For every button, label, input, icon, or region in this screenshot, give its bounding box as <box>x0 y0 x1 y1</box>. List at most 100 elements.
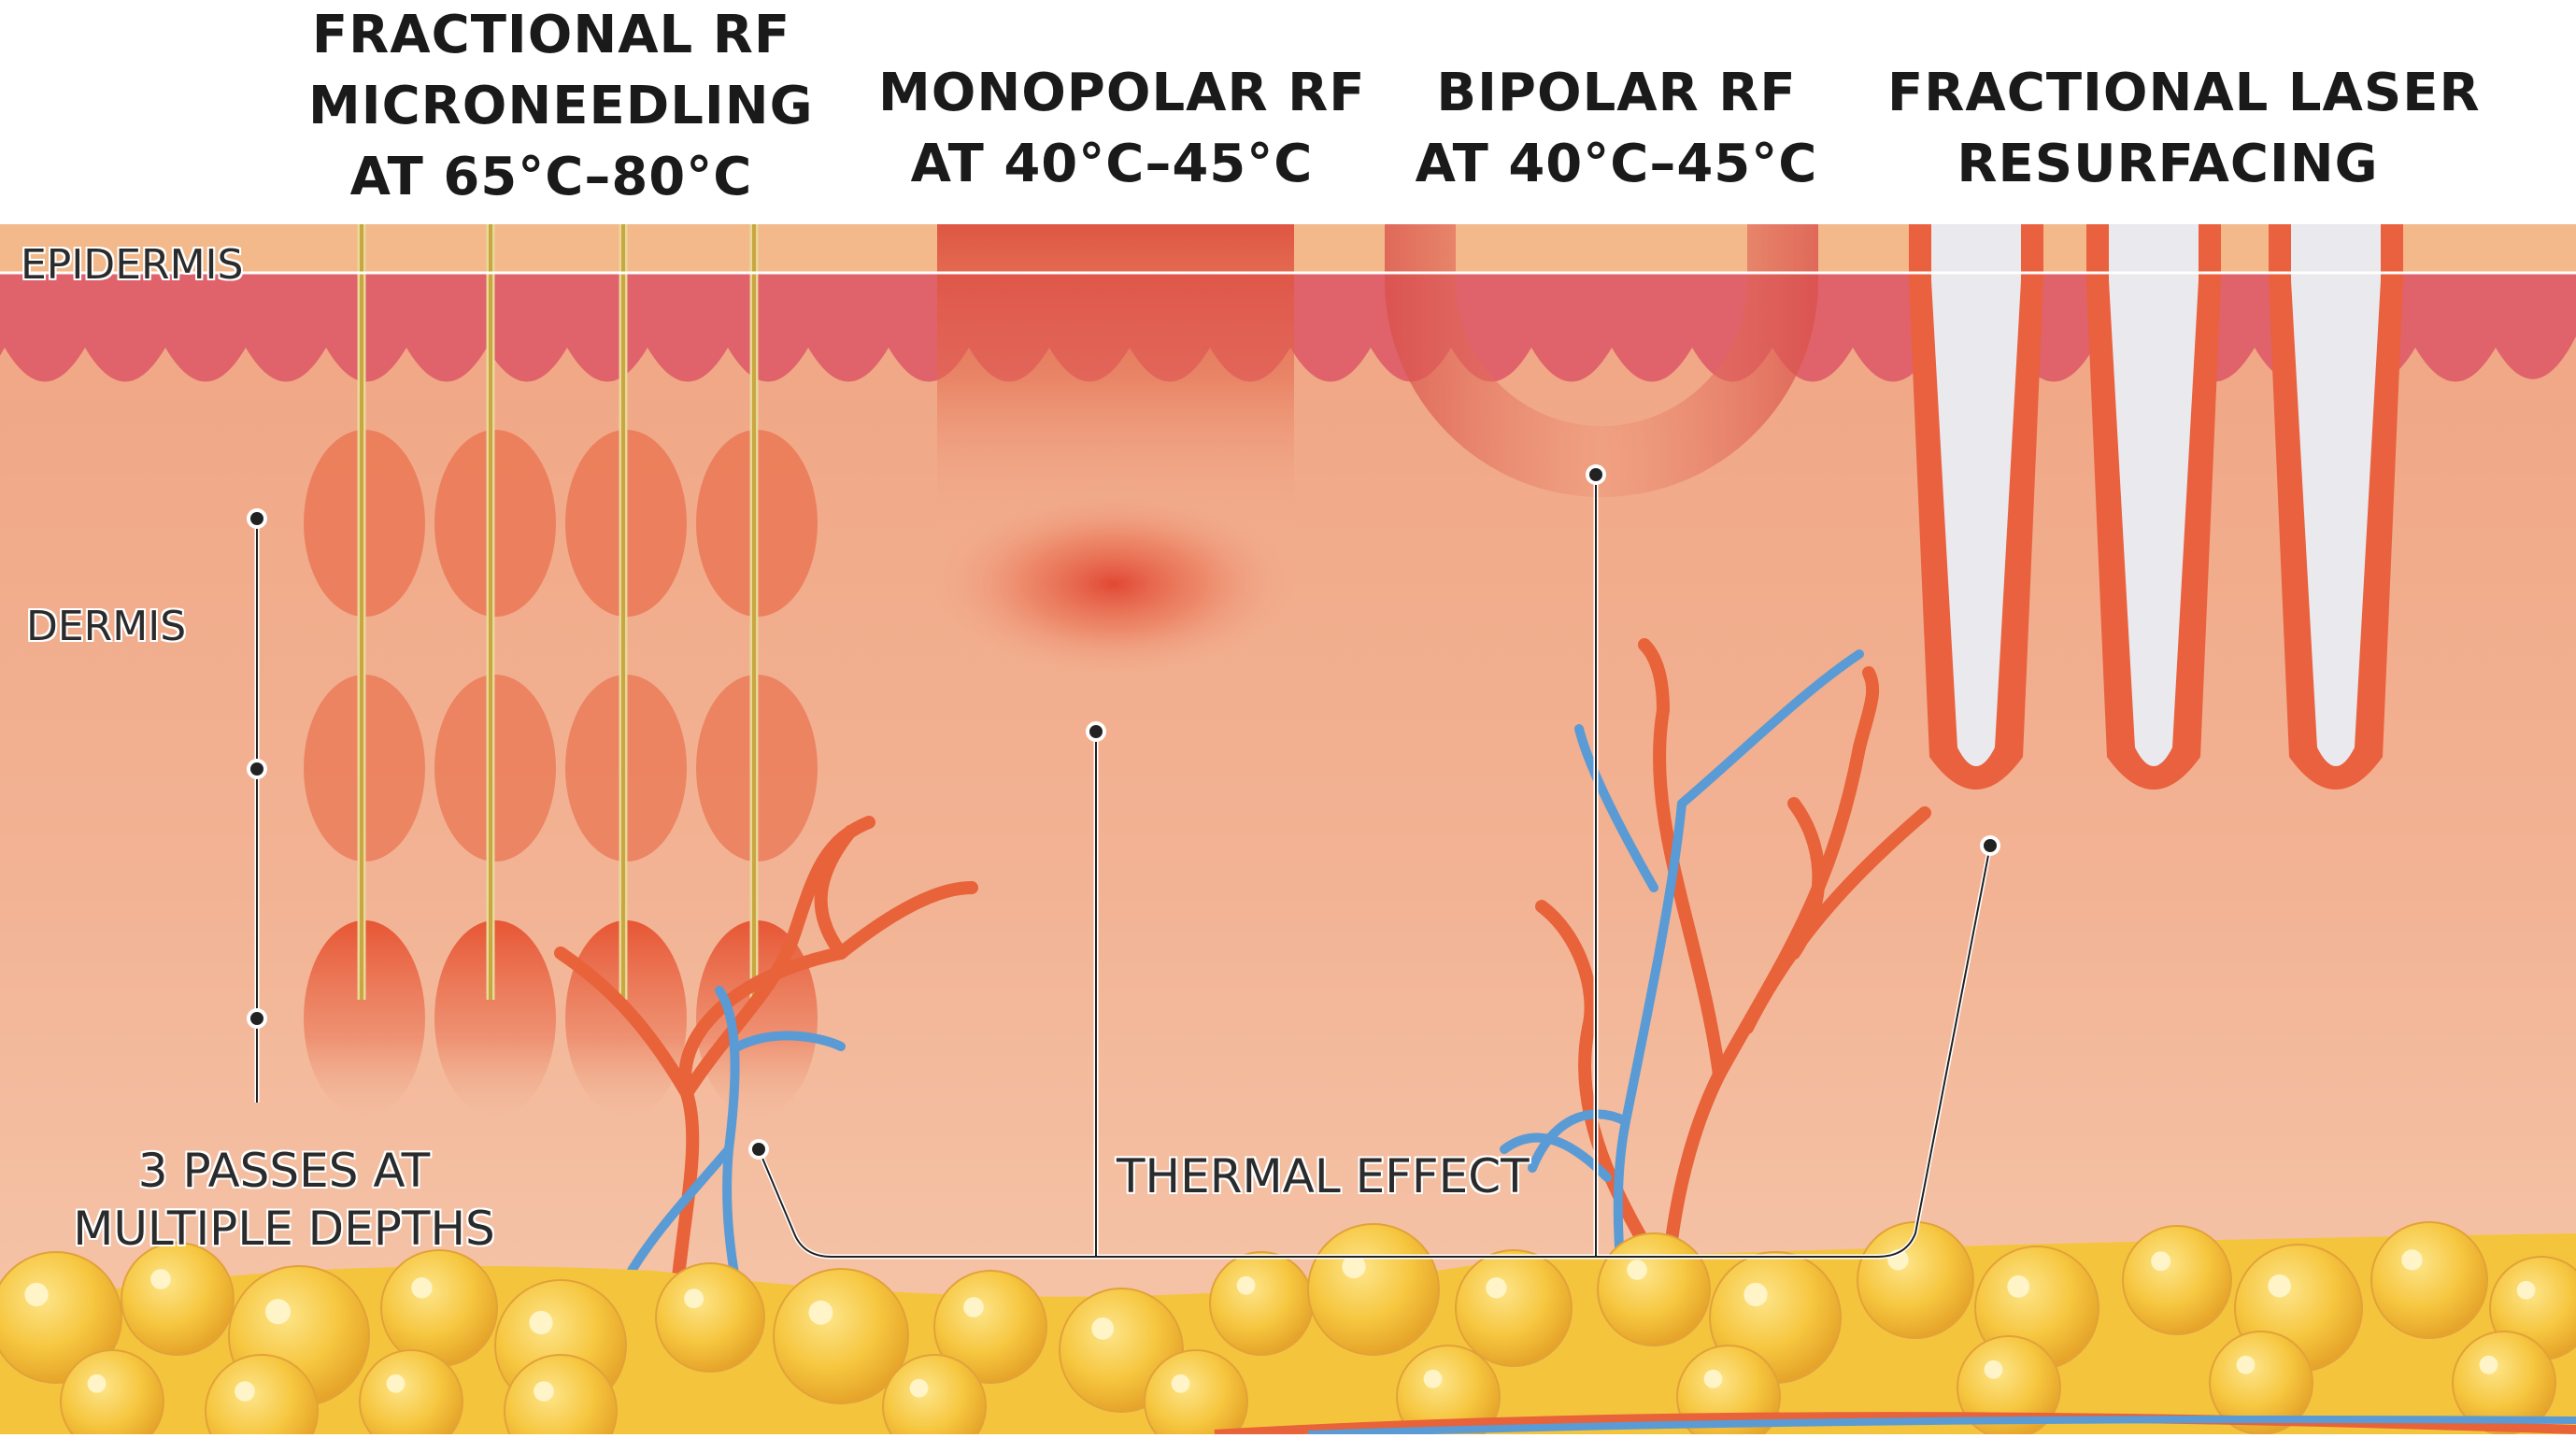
laser-channel-inner <box>2109 224 2199 766</box>
artery <box>1535 900 1679 1296</box>
artery <box>1741 806 1931 1034</box>
laser-channel-inner <box>1931 224 2021 766</box>
fat-highlight <box>684 1289 704 1309</box>
fat-highlight <box>2268 1274 2291 1298</box>
thermal-zone <box>434 675 556 861</box>
fat-globule <box>1209 1251 1314 1356</box>
heading-bipolar-rf-line2: AT 40°C–45°C <box>1415 134 1818 194</box>
artery <box>680 816 875 1100</box>
fat-highlight <box>1743 1282 1768 1307</box>
artery <box>1652 704 1726 1081</box>
fat-highlight <box>1236 1275 1256 1295</box>
fat-highlight <box>150 1269 171 1289</box>
pointer-dot-center <box>1589 468 1602 481</box>
pointer-line <box>758 845 1991 1258</box>
pointer-dot-center <box>1089 725 1103 738</box>
vein <box>1574 724 1658 892</box>
thermal-zones <box>304 430 818 1117</box>
monopolar-heat-zone <box>922 486 1305 682</box>
fat-globule <box>1307 1223 1440 1356</box>
thermal-zone <box>434 430 556 617</box>
pointer-dot-center <box>1984 839 1997 852</box>
fat-globule <box>1597 1232 1711 1346</box>
vein <box>733 1031 846 1051</box>
vein <box>1677 649 1864 808</box>
epidermis-label: EPIDERMIS <box>21 241 244 289</box>
pointer-dot-center <box>752 1143 765 1156</box>
fat-highlight <box>909 1378 929 1398</box>
heading-fractional-rf-line1: FRACTIONAL RF <box>311 5 791 65</box>
passes-label-line1: 3 PASSES AT <box>137 1144 431 1198</box>
fat-globule <box>504 1354 618 1438</box>
fat-highlight <box>1627 1260 1647 1280</box>
laser-channels <box>1909 224 2403 790</box>
fat-highlight <box>1984 1360 2003 1379</box>
fat-highlight <box>2151 1251 2171 1272</box>
microneedles <box>357 224 759 1000</box>
fat-highlight <box>534 1381 554 1402</box>
fat-highlight <box>386 1374 406 1393</box>
bipolar-heat-arc <box>1385 224 1818 497</box>
heading-fractional-laser: FRACTIONAL LASER RESURFACING <box>1887 58 2481 200</box>
heading-fractional-rf-line3: AT 65°C–80°C <box>349 147 753 207</box>
fat-highlight <box>1703 1369 1723 1388</box>
fat-highlight <box>2007 1275 2030 1298</box>
heading-bipolar-rf: BIPOLAR RF AT 40°C–45°C <box>1383 58 1850 200</box>
pointer-dot-center <box>250 1012 263 1025</box>
fat-highlight <box>2516 1280 2536 1300</box>
pointer-dots <box>247 464 2000 1160</box>
heading-fractional-laser-line2: RESURFACING <box>1957 134 2379 194</box>
fat-globule <box>121 1242 235 1356</box>
heading-bipolar-rf-line1: BIPOLAR RF <box>1436 63 1797 123</box>
fat-globule <box>380 1249 498 1367</box>
fat-highlight <box>24 1282 49 1307</box>
heading-fractional-rf-line2: MICRONEEDLING <box>308 76 814 136</box>
monopolar-column <box>937 224 1294 533</box>
heading-fractional-laser-line1: FRACTIONAL LASER <box>1887 63 2481 123</box>
fat-globule <box>60 1349 164 1438</box>
fat-globule <box>2122 1225 2232 1335</box>
fat-highlight <box>265 1299 291 1325</box>
artery <box>554 947 693 1100</box>
heading-fractional-rf: FRACTIONAL RF MICRONEEDLING AT 65°C–80°C <box>308 0 814 213</box>
fat-highlight <box>1486 1277 1507 1299</box>
passes-label-line2: MULTIPLE DEPTHS <box>73 1202 495 1256</box>
vein <box>1528 1109 1630 1173</box>
fat-highlight <box>1091 1317 1115 1340</box>
fat-highlight <box>1171 1374 1190 1393</box>
fat-globule <box>359 1349 463 1438</box>
pointer-dot-center <box>250 512 263 525</box>
artery <box>1787 797 1826 960</box>
dermis-label: DERMIS <box>26 603 187 650</box>
fat-globule <box>1455 1249 1573 1367</box>
artery <box>834 881 978 960</box>
heading-monopolar-rf: MONOPOLAR RF AT 40°C–45°C <box>878 58 1366 200</box>
fat-highlight <box>87 1374 107 1393</box>
fat-globule <box>205 1354 319 1438</box>
fat-highlight <box>1342 1254 1366 1279</box>
laser-channel-inner <box>2291 224 2381 766</box>
heading-monopolar-rf-line1: MONOPOLAR RF <box>878 63 1366 123</box>
fat-highlight <box>963 1297 984 1317</box>
fat-highlight <box>2401 1249 2423 1271</box>
fat-highlight <box>529 1310 553 1335</box>
fat-globule <box>933 1270 1047 1384</box>
fat-highlight <box>2479 1355 2498 1374</box>
heading-monopolar-rf-line2: AT 40°C–45°C <box>910 134 1314 194</box>
artery <box>1853 666 1880 754</box>
thermal-zone-deep <box>434 920 556 1117</box>
thermal-zone-deep <box>304 920 425 1117</box>
fat-globule <box>773 1268 909 1404</box>
fat-highlight <box>1423 1369 1443 1388</box>
fat-globule <box>1857 1221 1974 1339</box>
artery <box>1638 638 1670 717</box>
pointer-dot-center <box>250 762 263 776</box>
fat-globule <box>2370 1221 2488 1339</box>
fat-highlight <box>2236 1355 2256 1374</box>
fat-globule <box>882 1354 987 1438</box>
fat-highlight <box>411 1277 433 1299</box>
deep-vein <box>1307 1416 2576 1438</box>
passes-label: 3 PASSES AT MULTIPLE DEPTHS <box>13 1142 555 1258</box>
